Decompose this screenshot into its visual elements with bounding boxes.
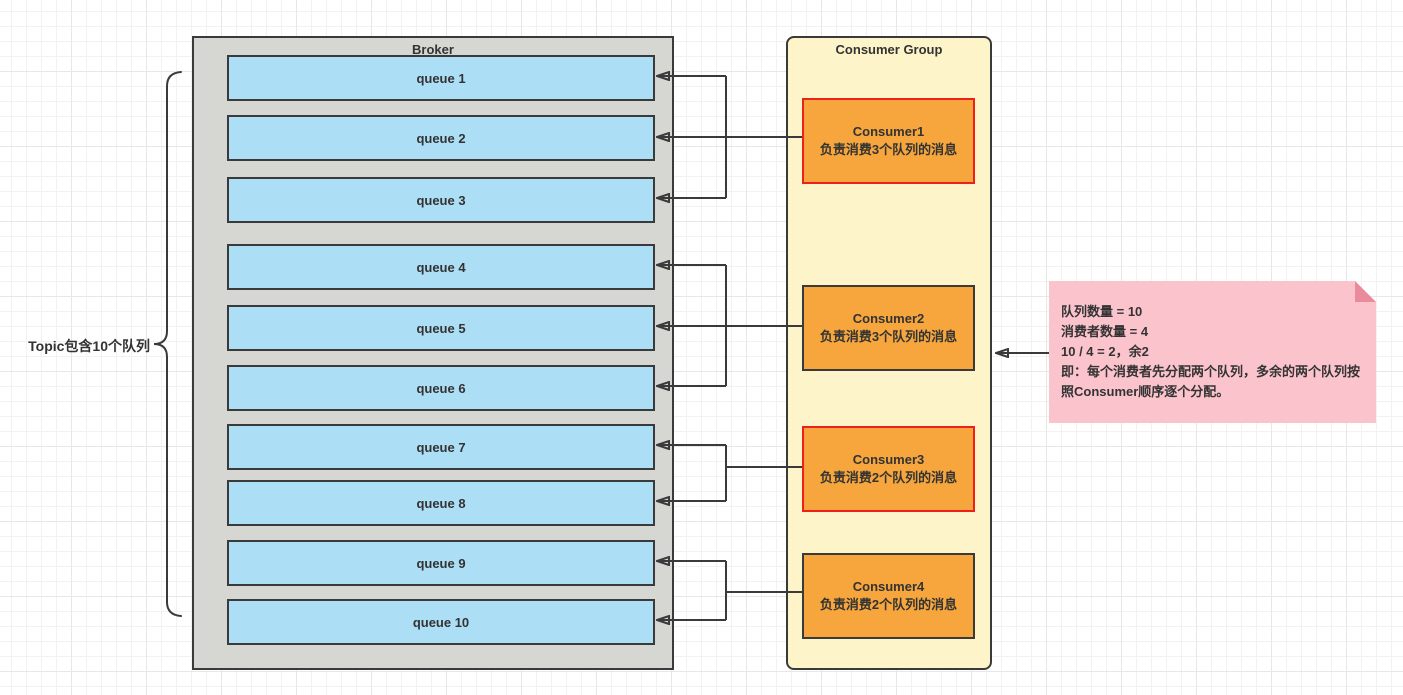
- topic-label: Topic包含10个队列: [28, 338, 150, 354]
- queue-box-6: queue 6: [227, 365, 655, 411]
- consumer-name: Consumer2: [852, 311, 925, 326]
- consumer-box-3: Consumer3 负责消费2个队列的消息: [802, 426, 975, 512]
- queue-box-2: queue 2: [227, 115, 655, 161]
- queue-box-7: queue 7: [227, 424, 655, 470]
- note-line-1: 队列数量 = 10: [1061, 304, 1143, 319]
- broker-box: Broker queue 1 queue 2 queue 3 queue 4 q…: [192, 36, 674, 670]
- queue-box-10: queue 10: [227, 599, 655, 645]
- consumer-group-box: Consumer Group Consumer1 负责消费3个队列的消息 Con…: [786, 36, 992, 670]
- queue-box-8: queue 8: [227, 480, 655, 526]
- consumer-box-4: Consumer4 负责消费2个队列的消息: [802, 553, 975, 639]
- queue-box-9: queue 9: [227, 540, 655, 586]
- consumer-group-title: Consumer Group: [835, 42, 943, 57]
- consumer-name: Consumer3: [852, 452, 925, 467]
- note-fold-corner-icon: [1355, 281, 1376, 302]
- consumer3-links: [657, 445, 802, 501]
- topic-brace: [153, 71, 182, 617]
- queue-box-5: queue 5: [227, 305, 655, 351]
- consumer-name: Consumer1: [852, 124, 925, 139]
- consumer-name: Consumer4: [852, 579, 925, 594]
- note-line-3: 10 / 4 = 2，余2: [1061, 344, 1149, 359]
- consumer-box-2: Consumer2 负责消费3个队列的消息: [802, 285, 975, 371]
- consumer-desc: 负责消费3个队列的消息: [819, 142, 958, 157]
- consumer-box-1: Consumer1 负责消费3个队列的消息: [802, 98, 975, 184]
- queue-box-3: queue 3: [227, 177, 655, 223]
- note-line-2: 消费者数量 = 4: [1061, 324, 1149, 339]
- queue-box-4: queue 4: [227, 244, 655, 290]
- sticky-note: 队列数量 = 10 消费者数量 = 4 10 / 4 = 2，余2 即：每个消费…: [1049, 281, 1376, 423]
- consumer-desc: 负责消费2个队列的消息: [819, 597, 958, 612]
- consumer2-links: [657, 265, 802, 386]
- broker-title: Broker: [412, 42, 454, 57]
- consumer-desc: 负责消费3个队列的消息: [819, 329, 958, 344]
- note-line-4: 即：每个消费者先分配两个队列，多余的两个队列按照Consumer顺序逐个分配。: [1061, 364, 1361, 399]
- consumer-desc: 负责消费2个队列的消息: [819, 470, 958, 485]
- consumer4-links: [657, 561, 802, 620]
- consumer1-links: [657, 76, 802, 198]
- queue-box-1: queue 1: [227, 55, 655, 101]
